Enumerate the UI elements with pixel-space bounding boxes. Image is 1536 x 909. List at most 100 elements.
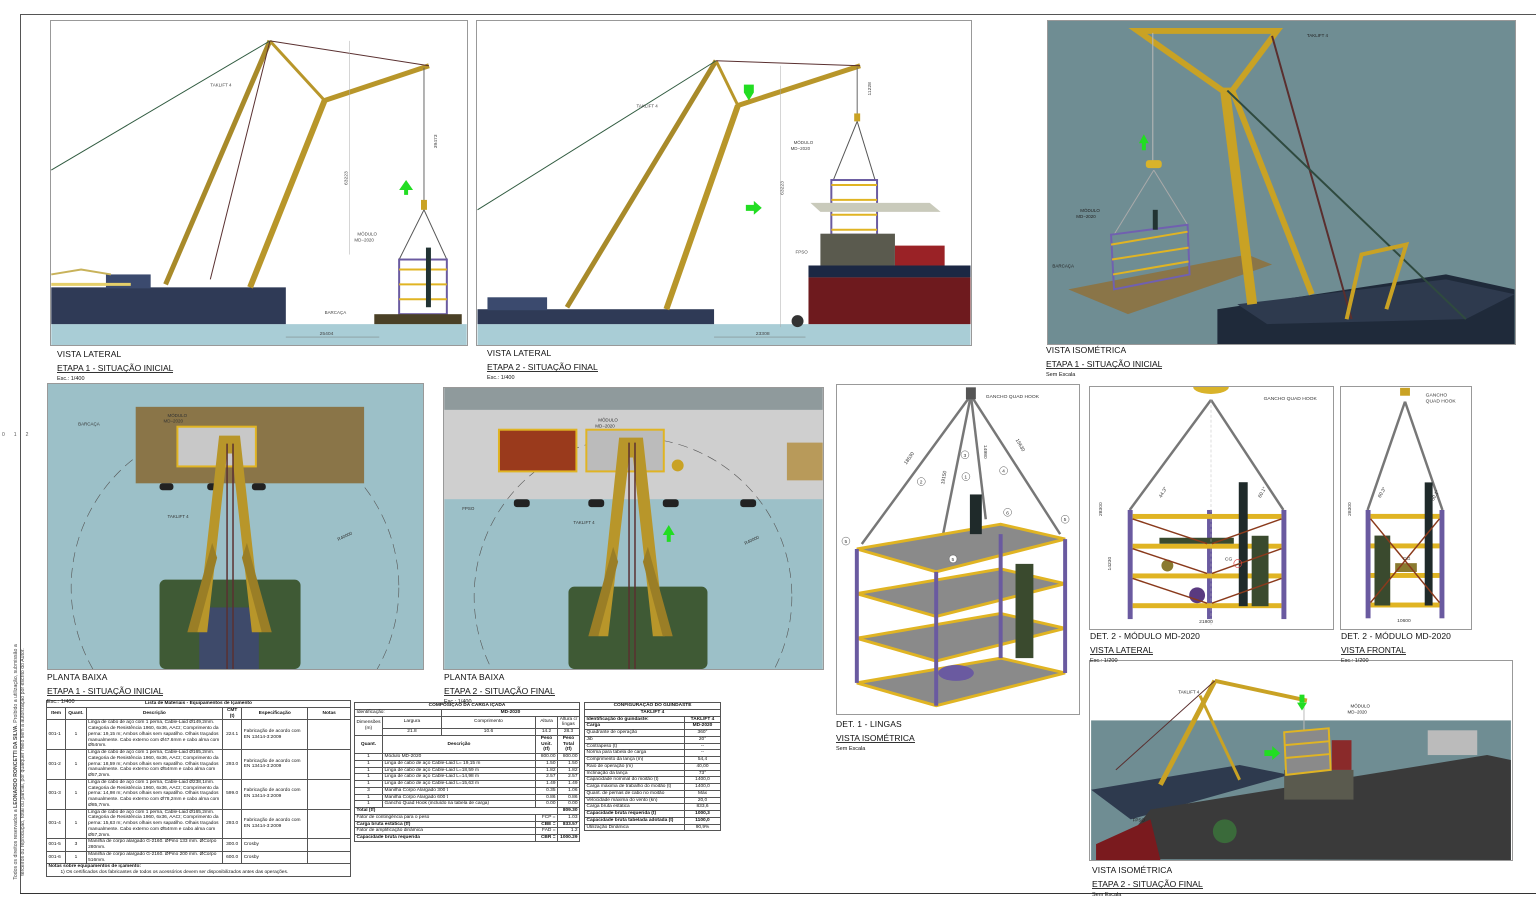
caption-title: VISTA ISOMÉTRICA (1092, 865, 1173, 875)
table-cell: 001-1 (45, 719, 67, 750)
fender (791, 315, 804, 328)
helideck (1212, 819, 1237, 844)
module-label: MÓDULO (794, 139, 814, 145)
unit-weight: 1.50 (535, 759, 558, 768)
parameter-label: Carga bruta estática (584, 803, 685, 811)
id-value: MD-2020 (440, 708, 581, 717)
notes-title: Notas sobre equipamentos de içamento: (48, 864, 142, 870)
module-md-2020 (1110, 209, 1191, 291)
notes-row: Notas sobre equipamentos de içamento:1) … (46, 863, 351, 877)
table-cell: Fabricação de acordo com EN 13414-3:2009 (241, 778, 309, 810)
callout-5: 5 (952, 557, 955, 563)
caption-title: VISTA LATERAL (57, 349, 122, 359)
total-weight: 0.86 (557, 793, 580, 802)
dim-text: 63223 (343, 171, 349, 185)
crane-leg (588, 546, 619, 637)
total-label: Total (tf) (354, 807, 558, 815)
parameter-label: Carga (584, 722, 685, 730)
hook-block (854, 113, 861, 122)
caption-scale: Esc.: 1/400 (487, 375, 515, 381)
table-row: Norma para tabela de carga-- (584, 749, 721, 757)
crane-label: TAKLIFT 4 (210, 83, 232, 88)
callout-2: 2 (920, 480, 923, 486)
dim-text: 11228 (867, 82, 873, 96)
total-value: 809.30 (557, 807, 580, 815)
quantity: 3 (354, 786, 383, 795)
caption-det-1: DET. 1 - LINGAS VISTA ISOMÉTRICA Sem Esc… (836, 720, 915, 752)
table-cell: 293.0 (222, 749, 243, 780)
jib (737, 63, 861, 108)
caption-title: DET. 1 - LINGAS (836, 719, 902, 729)
table-subtitle-row: TAKLIFT 4 (584, 708, 721, 717)
scale-ruler: 012 (2, 432, 37, 438)
angle-text: 60.1° (1257, 486, 1268, 499)
parameter-label: Carga máxima de trabalho do moitão (t) (584, 783, 685, 791)
cg-label: CG (1225, 557, 1233, 563)
dim-header: Altura (535, 715, 558, 729)
callout-3: 3 (963, 453, 966, 459)
parameter-label: Inclinação da lança (584, 769, 685, 778)
table-cell: Fabricação de acordo com EN 13414-3:2009 (241, 719, 309, 750)
description: Módulo MD-2020 (382, 753, 536, 761)
callout-4: 4 (1002, 469, 1005, 475)
view-det-1-lingas: GANCHO QUAD HOOK 18530 19150 14980 15630… (836, 384, 1080, 715)
view-det-2-frontal: GANCHO QUAD HOOK 28300 10600 CG 60.3° 60… (1340, 386, 1472, 630)
table-cell: 293.0 (222, 808, 243, 840)
factor-code: FCP = (535, 813, 558, 822)
deck-equipment (671, 459, 684, 472)
description: Linga de cabo de aço Cable-Laid L=15,63 … (382, 780, 536, 788)
table-cell: 3 (65, 838, 87, 852)
parameter-value: -- (684, 749, 721, 757)
caption-title: PLANTA BAIXA (444, 672, 505, 682)
description: Manilha Corpo Alargado 600 t (382, 793, 536, 802)
fpso-label: FPSO (796, 250, 809, 255)
table-cell: Linga de cabo de aço com 1 perna, Cable-… (85, 749, 224, 780)
caption-title: DET. 2 - MÓDULO MD-2020 (1090, 631, 1200, 641)
fpso-module (1284, 769, 1354, 800)
factor-code: CBE = (535, 820, 558, 829)
barge (1068, 254, 1273, 315)
caption-subtitle: VISTA ISOMÉTRICA (836, 733, 915, 743)
copyright-text: . Proibido a utilização, submissão a (12, 644, 19, 726)
arrow-up-icon (662, 525, 675, 542)
boom-leg (1198, 695, 1241, 781)
crane-leg (187, 542, 218, 633)
column-header: Item (45, 706, 67, 721)
caption-scale: Esc.: 1/400 (57, 376, 85, 382)
total-weight: 800.00 (557, 753, 580, 761)
parameter-value: 90,9% (684, 823, 721, 832)
quantity: 1 (354, 753, 383, 761)
caption-scale: Esc.: 1/200 (1090, 658, 1118, 664)
fpso-bow (1096, 819, 1161, 860)
table-row: Comprimento da lança (m)54,4 (584, 756, 721, 764)
dim-text: 39473 (433, 134, 439, 148)
sling (1128, 399, 1213, 511)
plan-2-drawing: MÓDULO MD−2020 FPSO TAKLIFT 4 R40000 (444, 388, 823, 669)
parameter-label: Velocidade máxima do vento (kn) (584, 796, 685, 805)
callouts: 1 2 3 4 5 5 5 6 (841, 450, 1070, 564)
crane-barge-hull (51, 287, 286, 325)
hook-label: QUAD HOOK (1426, 399, 1457, 405)
hook-label: GANCHO QUAD HOOK (1264, 396, 1318, 402)
stay-cable (716, 60, 861, 67)
fenders (159, 483, 266, 491)
barge-label: BARCAÇA (325, 310, 347, 315)
module-label: MD−2020 (354, 238, 374, 243)
parameter-value: 1400,0 (684, 776, 721, 784)
caption-scale: Esc.: 1/400 (47, 699, 75, 705)
total-weight: 1.82 (557, 766, 580, 775)
arrow-up-icon (1138, 134, 1149, 151)
caption-iso-1: VISTA ISOMÉTRICA ETAPA 1 - SITUAÇÃO INIC… (1046, 346, 1163, 378)
dim-text: 15630 (1014, 438, 1026, 453)
factor-row: Carga bruta estática (tf)CBE =833.57 (354, 820, 580, 829)
table-cell: Manilha de corpo alargado G-2160. ØPino … (85, 838, 224, 852)
quantity: 1 (354, 780, 383, 788)
radius-label: R40000 (744, 534, 761, 545)
angle-text: 60.3° (1377, 486, 1388, 499)
callout-5: 5 (1064, 517, 1067, 523)
caption-subtitle: ETAPA 1 - SITUAÇÃO INICIAL (57, 363, 174, 373)
quantity: 1 (354, 800, 383, 808)
